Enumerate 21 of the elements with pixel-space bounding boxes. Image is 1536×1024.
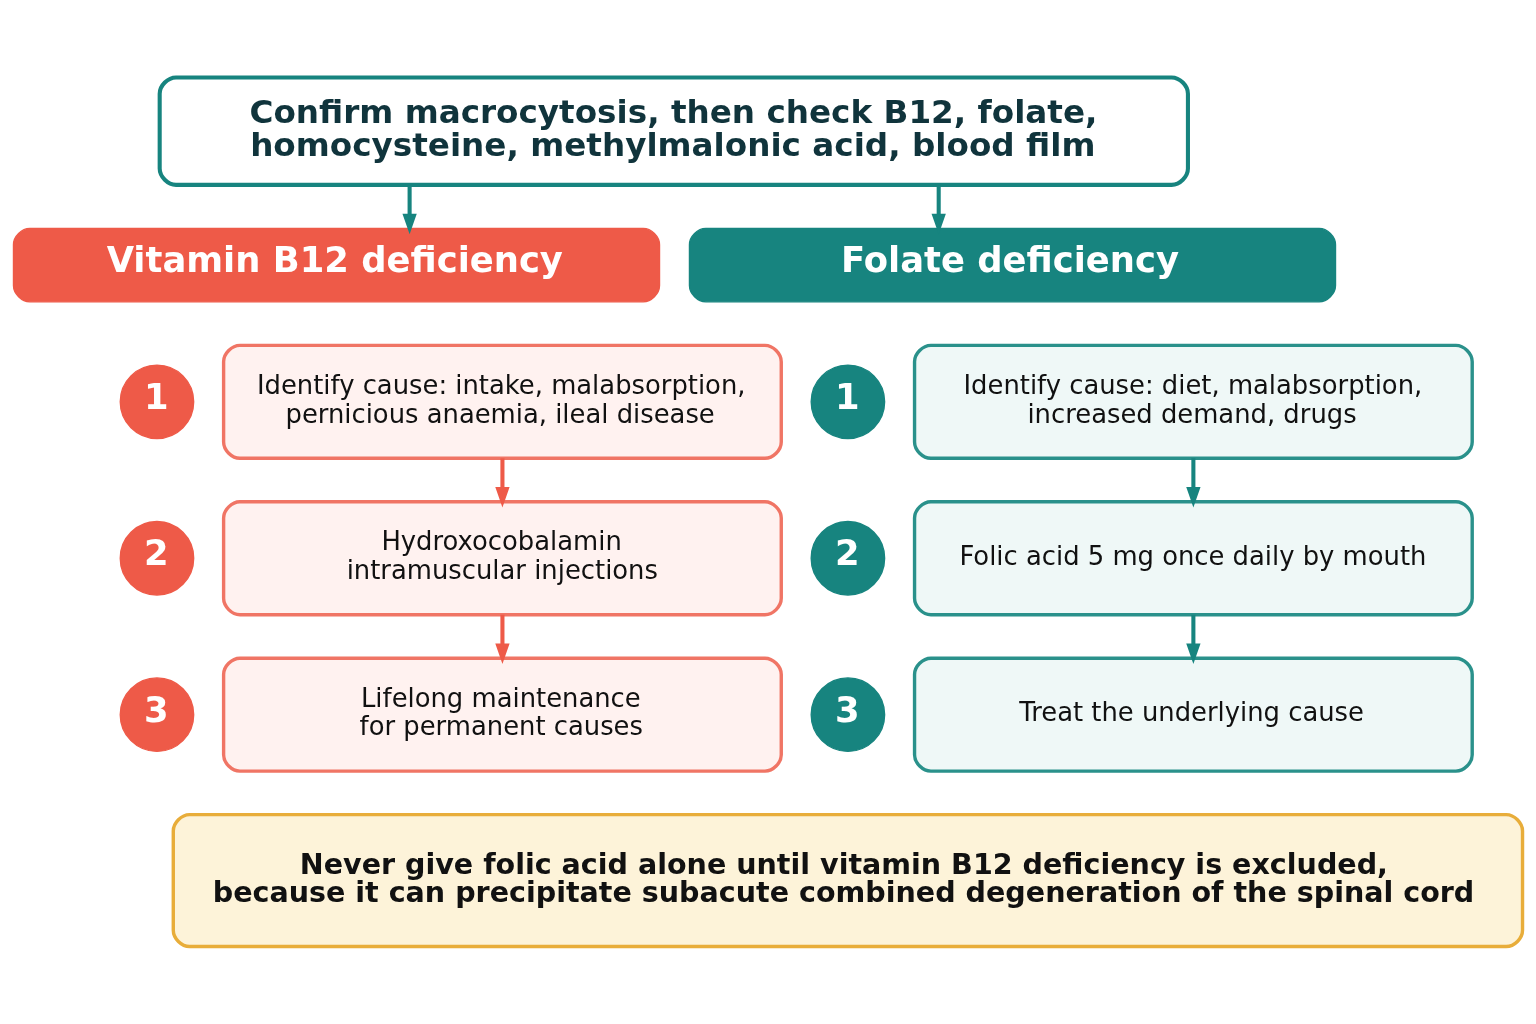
node-circle: 1 [810, 364, 886, 440]
arrow [402, 185, 417, 235]
arrow [495, 458, 510, 508]
node-circle: 2 [810, 520, 886, 596]
node-box: Hydroxocobalamin intramuscular injections [221, 500, 783, 617]
arrow [495, 614, 510, 664]
node-box: Lifelong maintenance for permanent causes [221, 656, 783, 773]
node-box: Vitamin B12 deficiency [12, 227, 661, 303]
arrow [1186, 458, 1201, 508]
node-circle: 1 [119, 364, 195, 440]
node-box: Folate deficiency [688, 227, 1337, 303]
node-circle: 3 [810, 677, 886, 753]
node-box: Identify cause: intake, malabsorption, pernicious anaemia, ileal disease [221, 343, 783, 460]
node-box: Identify cause: diet, malabsorption, increased demand, drugs [912, 343, 1474, 460]
node-box: Confirm macrocytosis, then check B12, folate, homocysteine, methylmalonic acid, blood film [157, 75, 1190, 187]
node-box: Never give folic acid alone until vitamin B12 deficiency is excluded, because it can precipitate subacute combined degeneration of the spinal cord [171, 812, 1525, 949]
node-circle: 3 [119, 677, 195, 753]
arrow [1186, 614, 1201, 664]
node-box: Folic acid 5 mg once daily by mouth [912, 500, 1474, 617]
node-box: Treat the underlying cause [912, 656, 1474, 773]
node-circle: 2 [119, 520, 195, 596]
